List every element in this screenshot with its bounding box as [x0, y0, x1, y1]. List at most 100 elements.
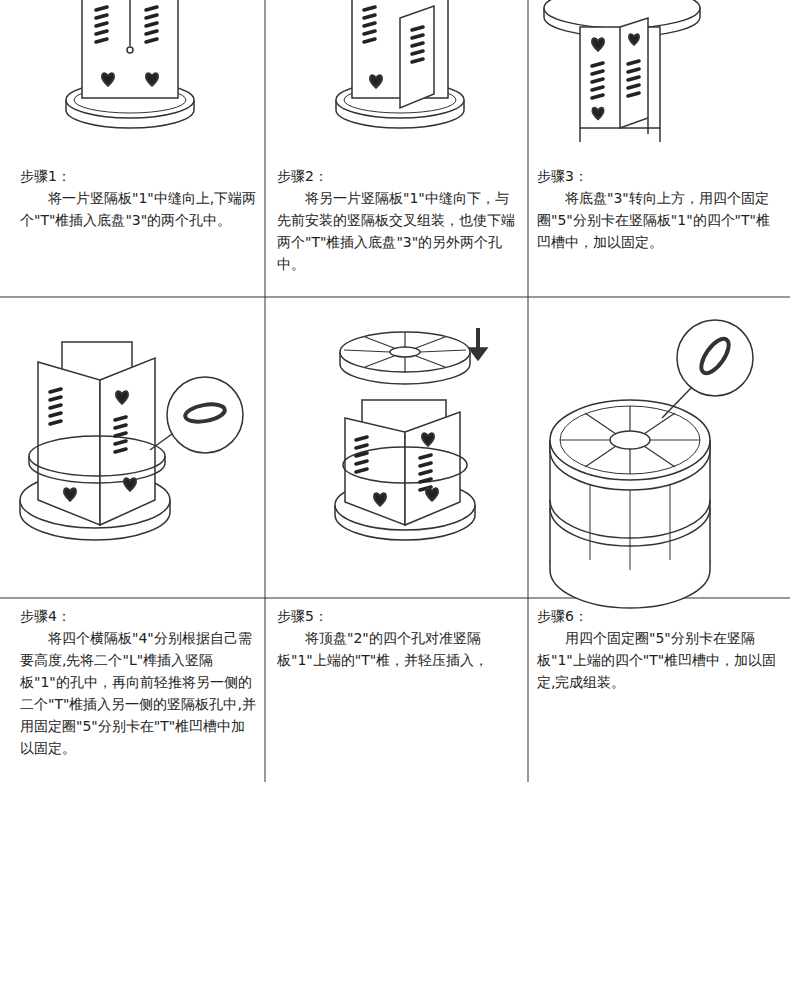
compartment-wall: [585, 413, 616, 434]
step-heading: 步骤3：: [537, 165, 782, 187]
divider-panel: [38, 362, 100, 525]
slot-cutouts: [628, 61, 639, 96]
grid-line: [528, 0, 529, 782]
heart-cutout: [592, 38, 604, 50]
compartment-wall: [416, 356, 445, 367]
heart-cutout: [116, 391, 128, 403]
zoom-circle: [167, 377, 243, 453]
step-instruction: 将底盘"3"转向上方，用四个固定圈"5"分别卡在竖隔板"1"的四个"T"椎凹槽中…: [537, 187, 782, 253]
step-instruction: 将一片竖隔板"1"中缝向上,下端两个"T"椎插入底盘"3"的两个孔中。: [20, 187, 260, 231]
compartment-wall: [365, 337, 394, 348]
t-tenon: [647, 118, 649, 134]
grid-lines: [0, 0, 790, 782]
compartment-wall: [560, 439, 610, 440]
zoom-leader: [662, 387, 692, 418]
compartment-wall: [365, 356, 394, 367]
center-slot: [129, 0, 131, 46]
step4-figure: [20, 342, 243, 540]
divider-panel: [405, 412, 460, 525]
base-disc: [544, 0, 700, 28]
heart-cutout: [102, 73, 114, 85]
top-rim: [560, 406, 700, 474]
step-instruction: 将四个横隔板"4"分别根据自己需要高度,先将二个"L"榫插入竖隔板"1"的孔中，…: [20, 627, 258, 759]
step1-figure: [66, 0, 194, 128]
heart-cutout: [370, 75, 382, 87]
step-panel: 步骤6：用四个固定圈"5"分别卡在竖隔板"1"上端的四个"T"椎凹槽中，加以固定…: [537, 605, 782, 697]
heart-cutout: [593, 108, 604, 120]
grid-line: [265, 0, 266, 782]
zoom-circle: [677, 320, 753, 396]
step-heading: 步骤6：: [537, 605, 782, 627]
slot-hole: [127, 47, 133, 53]
fixing-ring: [184, 402, 226, 425]
divider-panel: [345, 418, 405, 525]
compartment-wall: [420, 350, 466, 352]
step-panel: 步骤1：将一片竖隔板"1"中缝向上,下端两个"T"椎插入底盘"3"的两个孔中。: [20, 165, 260, 235]
compartment-wall: [404, 332, 405, 347]
figures: [20, 0, 753, 608]
shelf: [29, 436, 165, 476]
slot-cutouts: [412, 27, 423, 62]
compartment-wall: [644, 413, 675, 434]
step-heading: 步骤1：: [20, 165, 260, 187]
step-panel: 步骤5：将顶盘"2"的四个孔对准竖隔板"1"上端的"T"椎，并轻压插入，: [277, 605, 517, 675]
step-heading: 步骤2：: [277, 165, 517, 187]
compartment-walls: [344, 332, 466, 372]
slot-cutouts: [364, 7, 375, 42]
slot-cutouts: [50, 389, 61, 424]
compartment-wall: [644, 446, 675, 467]
compartment-wall: [344, 350, 390, 352]
center-cup: [390, 347, 420, 357]
top-disc: [340, 332, 470, 372]
compartment-walls: [560, 406, 700, 474]
heart-cutout: [374, 493, 386, 505]
step-instruction: 将顶盘"2"的四个孔对准竖隔板"1"上端的"T"椎，并轻压插入，: [277, 627, 517, 671]
slot-cutouts: [420, 455, 431, 490]
compartment-wall: [416, 337, 445, 348]
t-tenon: [579, 128, 581, 142]
heart-cutout: [146, 73, 158, 85]
fixing-ring: [696, 334, 734, 377]
step3-figure: [544, 0, 700, 142]
heart-cutout: [422, 433, 434, 445]
inner-panels: [590, 480, 670, 570]
step-panel: 步骤4：将四个横隔板"4"分别根据自己需要高度,先将二个"L"榫插入竖隔板"1"…: [20, 605, 258, 763]
inner-panel-edge: [590, 480, 591, 560]
heart-cutout: [629, 34, 639, 45]
slot-cutouts: [356, 437, 367, 472]
slot-cutouts: [96, 7, 107, 42]
step-panel: 步骤2：将另一片竖隔板"1"中缝向下，与先前安装的竖隔板交叉组装，也使下端两个"…: [277, 165, 517, 279]
divider-panel: [82, 0, 178, 98]
grid-line: [0, 297, 790, 298]
top-disc: [550, 400, 710, 480]
compartment-wall: [650, 439, 700, 440]
compartment-wall: [629, 449, 630, 474]
heart-cutout: [426, 488, 438, 500]
step6-figure: [550, 320, 753, 608]
shelf-edge: [29, 456, 165, 483]
slot-cutouts: [115, 417, 126, 452]
t-tenon: [659, 128, 661, 142]
heart-cutout: [64, 488, 76, 500]
step2-figure: [336, 0, 464, 128]
inner-panel-edge: [670, 480, 671, 560]
divider-panel: [100, 358, 155, 525]
compartment-wall: [629, 406, 630, 431]
compartment-wall: [585, 446, 616, 467]
step-instruction: 用四个固定圈"5"分别卡在竖隔板"1"上端的四个"T"椎凹槽中，加以固定,完成组…: [537, 627, 782, 693]
step-heading: 步骤5：: [277, 605, 517, 627]
slot-cutouts: [146, 7, 157, 42]
compartment-wall: [404, 357, 405, 372]
arrow-head: [469, 348, 487, 360]
shelf: [343, 447, 467, 483]
cross-panel: [400, 6, 434, 108]
zoom-leader: [150, 434, 172, 450]
step-heading: 步骤4：: [20, 605, 258, 627]
arrow-shaft: [476, 328, 480, 350]
inner-panel-edge: [630, 482, 631, 570]
cross-panel: [620, 18, 648, 128]
heart-cutout: [124, 478, 136, 490]
